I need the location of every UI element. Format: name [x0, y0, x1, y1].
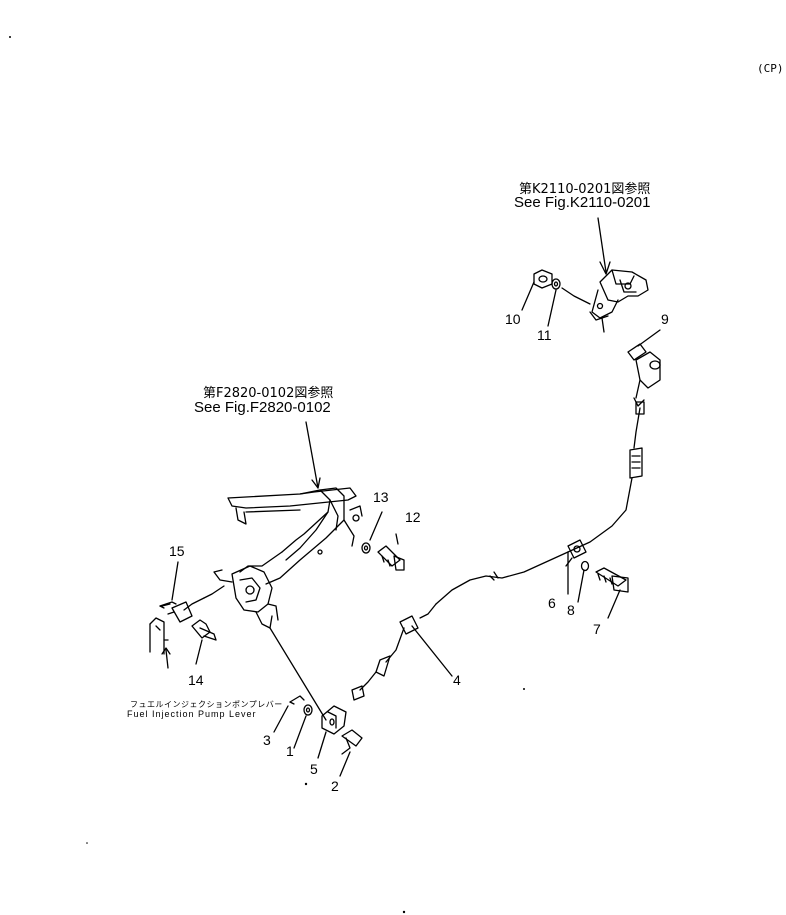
part-number-1: 1 — [286, 743, 294, 759]
washer-13 — [361, 542, 371, 554]
cable-joint-5 — [321, 705, 347, 735]
control-cable-4 — [351, 401, 645, 701]
fuel-injection-pump-lever — [149, 617, 169, 655]
part-number-13: 13 — [373, 489, 389, 505]
part-number-12: 12 — [405, 509, 421, 525]
bolt-14 — [191, 619, 217, 641]
scan-dots — [9, 36, 525, 914]
pump-lever-callout-en: Fuel Injection Pump Lever — [127, 709, 257, 719]
part-number-3: 3 — [263, 732, 271, 748]
part-number-8: 8 — [567, 602, 575, 618]
upper-right-reference-jp: 第K2110-0201図参照 — [519, 182, 651, 197]
corner-code: (CP) — [757, 62, 784, 75]
part-number-4: 4 — [453, 672, 461, 688]
upper-lever-assembly — [561, 217, 649, 333]
pedal-bracket-assembly — [203, 487, 363, 629]
bolt-12 — [377, 545, 405, 571]
rod-end-9 — [627, 343, 661, 407]
pump-link-rod — [161, 597, 205, 623]
washer-1 — [303, 704, 313, 716]
part-number-7: 7 — [593, 621, 601, 637]
part-number-5: 5 — [310, 761, 318, 777]
cable-clamp-6 — [565, 539, 587, 567]
left-reference-en: See Fig.F2820-0102 — [194, 399, 331, 416]
part-number-11: 11 — [537, 327, 552, 343]
pump-lever-callout-jp: フュエルインジェクションポンプレバー — [130, 700, 283, 709]
nut-10 — [533, 269, 553, 289]
upper-right-reference-en: See Fig.K2110-0201 — [514, 194, 651, 211]
part-number-14: 14 — [188, 672, 204, 688]
part-number-6: 6 — [548, 595, 556, 611]
cotter-pin-15 — [159, 601, 177, 609]
part-number-10: 10 — [505, 311, 521, 327]
cotter-pin-3 — [289, 695, 305, 705]
washer-8 — [580, 560, 590, 572]
bolt-2 — [341, 729, 363, 755]
part-number-15: 15 — [169, 543, 185, 559]
washer-11 — [551, 278, 561, 290]
part-number-9: 9 — [661, 311, 669, 327]
part-number-2: 2 — [331, 778, 339, 794]
bolt-7 — [595, 567, 629, 593]
left-reference-jp: 第F2820-0102図参照 — [203, 386, 334, 401]
